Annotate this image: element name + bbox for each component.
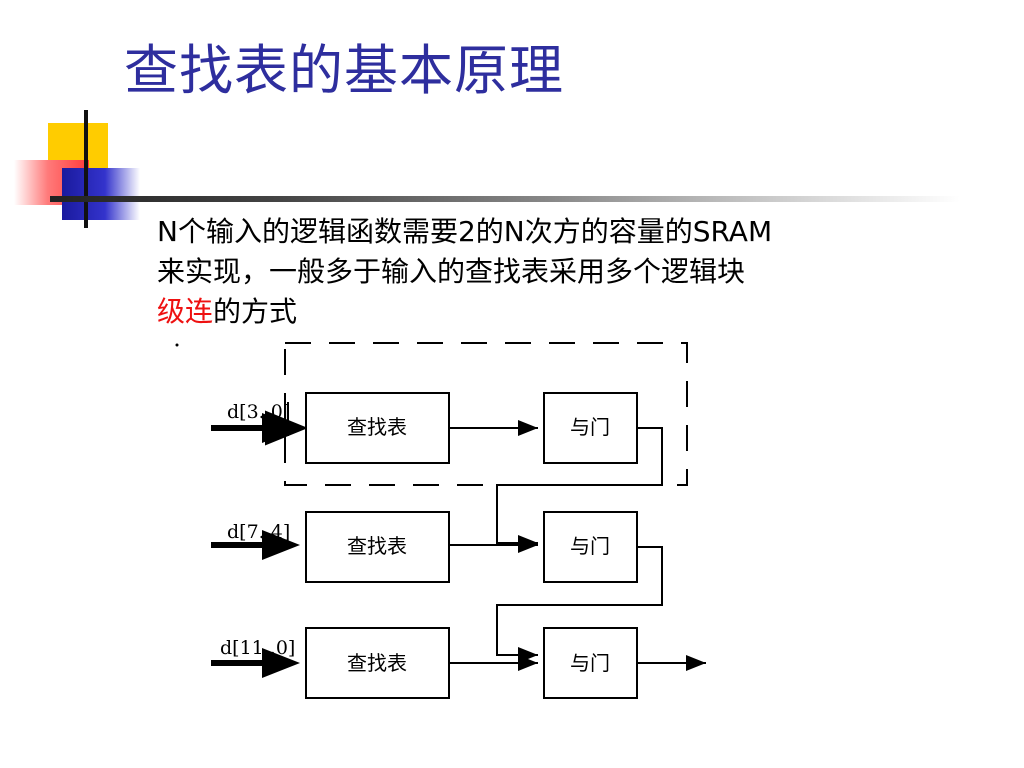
stray-dot [175, 343, 179, 347]
input-arrowhead-3 [262, 648, 300, 678]
dashed-enclosure [284, 342, 688, 486]
decor-vertical-line [84, 110, 88, 228]
highlight-cascade: 级连 [157, 295, 214, 328]
input-label-3: d[11..0] [220, 637, 295, 659]
and-label-1: 与门 [570, 415, 610, 439]
body-text: N个输入的逻辑函数需要2的N次方的容量的SRAM 来实现，一般多于输入的查找表采… [157, 212, 897, 332]
and-label-2: 与门 [570, 534, 610, 558]
lut-label-1: 查找表 [347, 415, 407, 439]
decor-horizontal-rule [50, 196, 960, 202]
decor-blue-square [62, 168, 140, 220]
body-line-3-rest: 的方式 [213, 295, 298, 328]
body-line-1: N个输入的逻辑函数需要2的N次方的容量的SRAM [157, 215, 773, 248]
body-line-2: 来实现，一般多于输入的查找表采用多个逻辑块 [157, 255, 746, 288]
lut-label-2: 查找表 [347, 534, 407, 558]
input-arrowhead-1 [262, 413, 300, 443]
lut-box-3 [305, 627, 450, 699]
slide-title: 查找表的基本原理 [124, 39, 564, 102]
and-label-3: 与门 [570, 651, 610, 675]
cascade-wire-2 [496, 546, 663, 663]
lut-box-2 [305, 511, 450, 583]
input-arrowhead-2 [262, 530, 300, 560]
body-line-3: 级连的方式 [157, 292, 897, 332]
lut-label-3: 查找表 [347, 651, 407, 675]
cascade-wire-1 [496, 427, 663, 551]
input-label-2: d[7..4] [227, 521, 290, 543]
input-label-1: d[3..0] [227, 401, 290, 423]
